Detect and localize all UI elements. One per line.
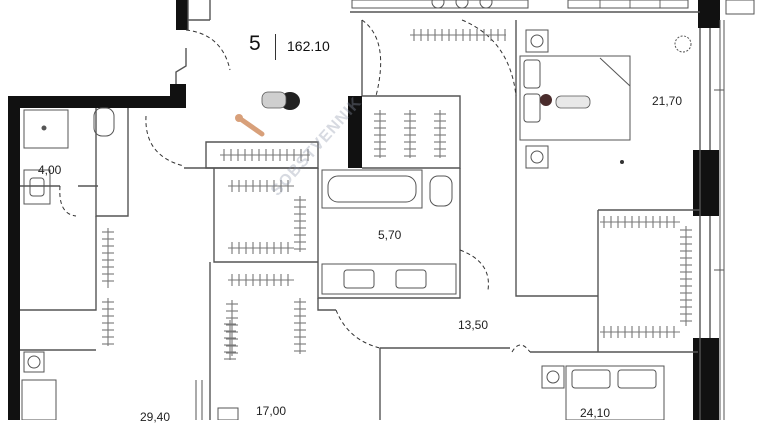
interior-walls (20, 0, 711, 420)
area-label-bedroom-2: 17,00 (256, 404, 287, 418)
child-icon (235, 114, 265, 137)
nightstand-icon (525, 29, 549, 53)
area-label-bedroom-3: 29,40 (140, 410, 171, 424)
bed-icon (565, 365, 665, 420)
wardrobe-racks (102, 0, 692, 360)
bathtub-icon (321, 169, 423, 209)
toilet-icon (93, 107, 115, 137)
bed-icon (21, 379, 57, 420)
sink-icon (23, 169, 51, 205)
door-swings (59, 19, 531, 353)
room-count: 5 (249, 32, 261, 55)
area-label-bedroom-1: 21,70 (652, 94, 683, 108)
area-label-bath-small: 4,00 (38, 163, 62, 177)
nightstand-icon (541, 365, 565, 389)
area-label-bedroom-4: 24,10 (580, 406, 611, 420)
slippers-icon (620, 160, 624, 164)
apartment-badge: 5 162.10 (241, 30, 367, 60)
total-area: 162.10 (287, 38, 330, 54)
exterior-walls (8, 0, 720, 420)
windows (714, 0, 755, 420)
person-lying-icon (540, 94, 591, 109)
badge-divider (275, 34, 276, 60)
person-standing-icon (261, 91, 300, 110)
area-label-hall: 13,50 (458, 318, 489, 332)
furniture (21, 0, 692, 420)
bed-icon (519, 55, 631, 141)
toilet-icon (429, 175, 453, 207)
area-label-bath-main: 5,70 (378, 228, 402, 242)
nightstand-icon (525, 145, 549, 169)
double-sink-icon (321, 263, 457, 295)
plant-icon (674, 35, 692, 53)
shower-tray-icon (23, 109, 69, 149)
nightstand-icon (23, 351, 45, 373)
